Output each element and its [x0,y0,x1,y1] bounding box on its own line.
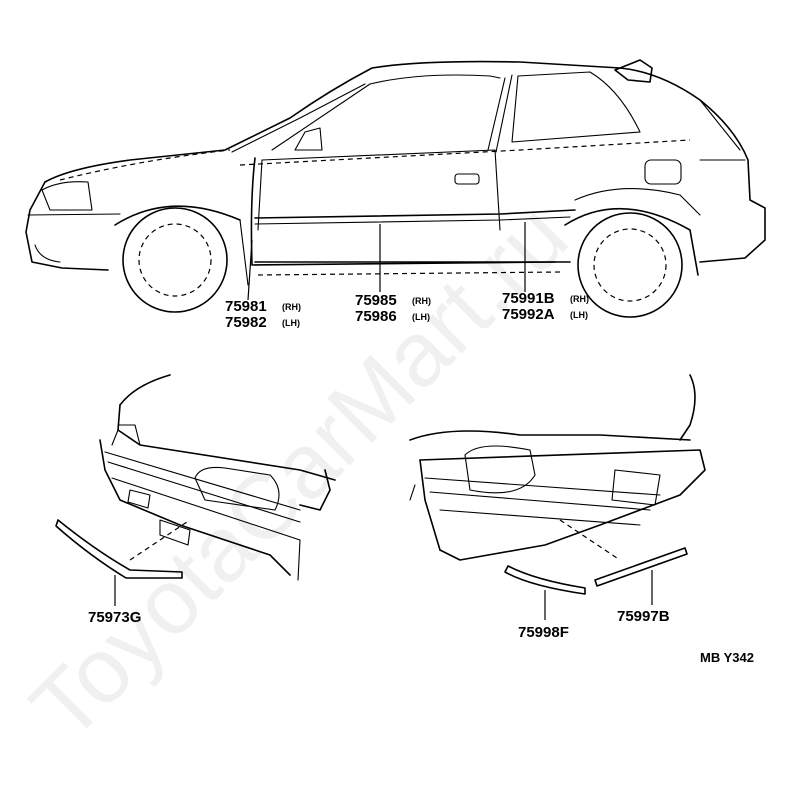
side-view-car [25,59,766,318]
side-label-lh: (LH) [570,310,588,320]
part-number-75986: 75986 [355,308,397,325]
part-number-75982: 75982 [225,314,267,331]
part-number-75985: 75985 [355,292,397,309]
part-number-75992A: 75992A [502,306,555,323]
rear-bumper-view [409,374,706,620]
callout-75992A: 75992A (LH) [502,306,588,323]
part-number-75998F: 75998F [518,624,569,641]
callout-75981: 75981 (RH) [225,298,301,315]
part-number-75991B: 75991B [502,290,555,307]
watermark: ToyotaCarMart.ru [12,184,587,759]
side-leaders [247,222,526,301]
callout-75985: 75985 (RH) [355,292,431,309]
callout-75986: 75986 (LH) [355,308,430,325]
callout-75991B: 75991B (RH) [502,290,589,307]
callout-75982: 75982 (LH) [225,314,300,331]
side-label-rh: (RH) [412,296,431,306]
side-label-rh: (RH) [282,302,301,312]
side-label-lh: (LH) [412,312,430,322]
diagram-code: MB Y342 [700,650,754,665]
part-number-75981: 75981 [225,298,267,315]
front-bumper-view [55,374,336,606]
part-number-75973G: 75973G [88,609,141,626]
part-number-75997B: 75997B [617,608,670,625]
side-label-lh: (LH) [282,318,300,328]
side-label-rh: (RH) [570,294,589,304]
